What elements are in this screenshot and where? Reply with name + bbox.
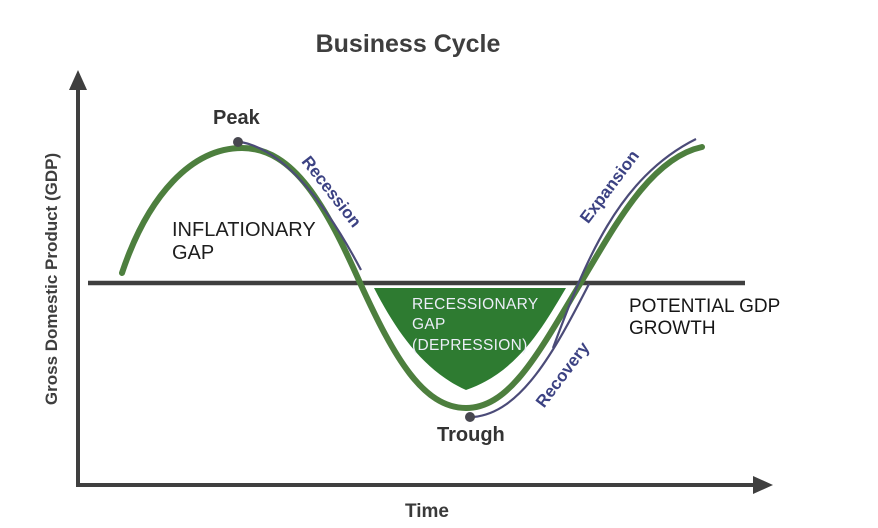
axes [69,70,773,494]
peak-label: Peak [213,107,260,129]
gdp-cycle-curve [119,144,705,412]
recessionary-gap-fill [374,288,566,390]
expansion-arc [551,138,697,349]
trough-dot-icon [465,412,475,422]
y-axis-label: Gross Domestic Product (GDP) [42,152,61,406]
recovery-arc [472,283,590,419]
peak-dot-icon [233,137,243,147]
potential-gdp-growth-label: POTENTIAL GDP GROWTH [629,296,786,339]
trough-label: Trough [437,424,505,446]
x-axis-arrow-icon [753,476,773,494]
diagram-title: Business Cycle [315,30,501,58]
recession-arc [240,140,362,271]
inflationary-gap-label: INFLATIONARY GAP [172,219,321,264]
y-axis-arrow-icon [69,70,87,90]
recessionary-gap-label: RECESSIONARY GAP (DEPRESSION) [412,296,543,354]
x-axis-label: Time [404,501,450,522]
